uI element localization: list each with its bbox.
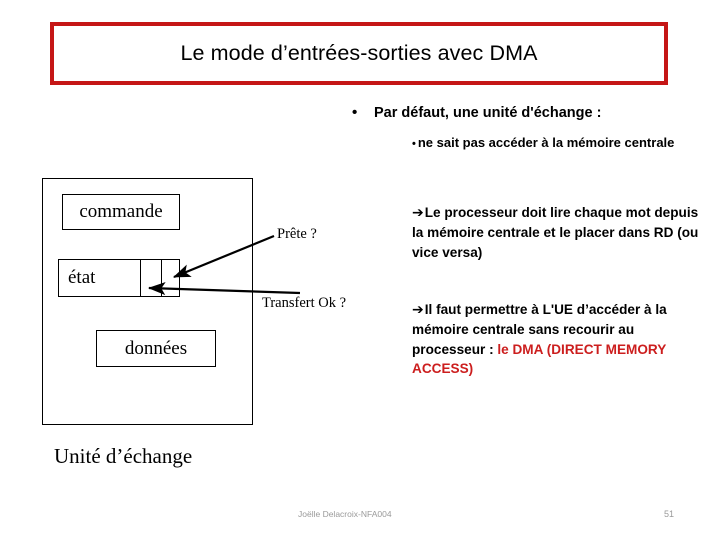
right-arrow-icon: ➔	[412, 205, 424, 221]
paragraph-dma-highlight: le DMA (DIRECT MEMORY ACCESS)	[412, 341, 667, 377]
annotation-prete: Prête ?	[277, 226, 317, 242]
bullet-main-text: Par défaut, une unité d'échange :	[374, 105, 602, 121]
footer-author: Joëlle Delacroix-NFA004	[298, 509, 392, 519]
paragraph-dma: ➔Il faut permettre à L'UE d’accéder à la…	[412, 300, 694, 379]
bullet-sub: •ne sait pas accéder à la mémoire centra…	[412, 134, 704, 153]
sub-bullet-marker-icon: •	[412, 138, 416, 150]
right-arrow-icon: ➔	[412, 302, 424, 318]
paragraph-processor: ➔Le processeur doit lire chaque mot depu…	[412, 203, 700, 262]
bullet-marker-icon: •	[352, 104, 358, 121]
exchange-unit-caption: Unité d’échange	[54, 444, 193, 468]
paragraph-dma-text: Il faut permettre à L'UE d’accéder à la …	[412, 302, 667, 357]
annotation-transfert: Transfert Ok ?	[262, 295, 347, 311]
footer-page-number: 51	[664, 509, 675, 519]
bullet-sub-text: ne sait pas accéder à la mémoire central…	[417, 135, 675, 150]
paragraph-processor-text: Le processeur doit lire chaque mot depui…	[412, 205, 699, 260]
register-etat-divider-2	[161, 259, 162, 297]
register-donnees: données	[96, 330, 216, 367]
register-commande: commande	[62, 194, 180, 230]
exchange-unit-box	[42, 178, 253, 425]
register-etat-label: état	[68, 267, 96, 288]
register-commande-label: commande	[79, 201, 163, 222]
register-donnees-label: données	[124, 337, 188, 359]
page-title: Le mode d’entrées-sorties avec DMA	[180, 41, 538, 65]
bullet-main: • Par défaut, une unité d'échange :	[352, 104, 702, 123]
title-box: Le mode d’entrées-sorties avec DMA	[50, 22, 668, 85]
register-etat-divider-1	[140, 259, 141, 297]
